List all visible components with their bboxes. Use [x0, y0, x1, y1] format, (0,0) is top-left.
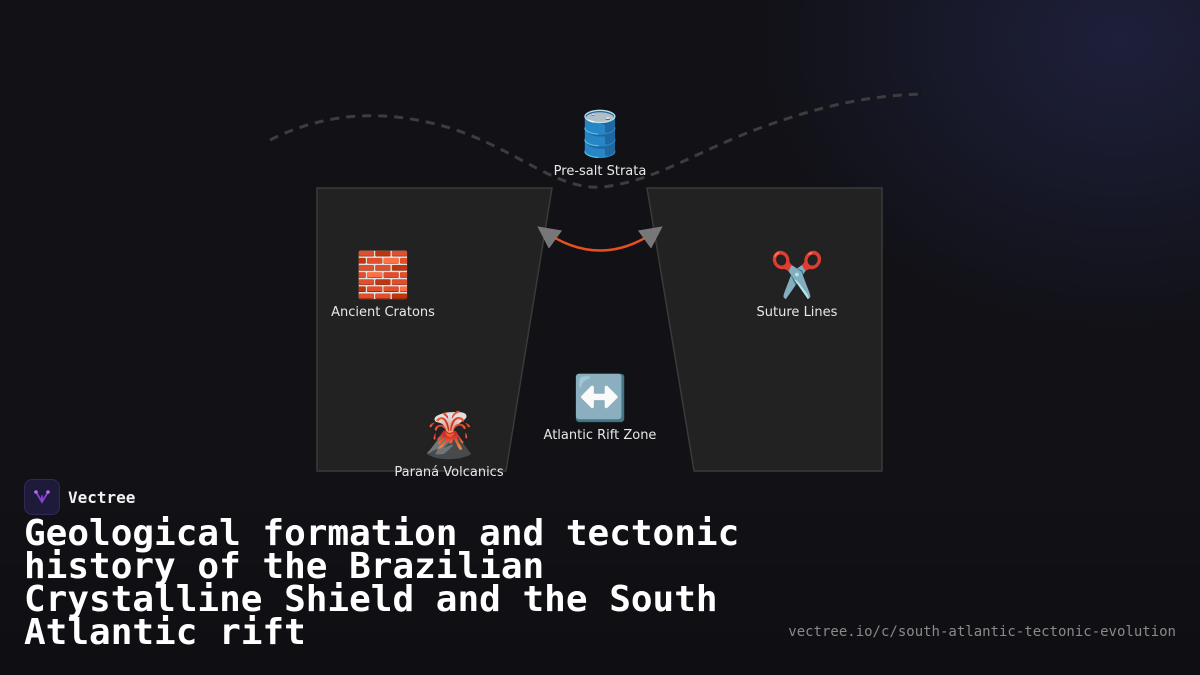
left-right-arrow-icon: ↔️ — [572, 373, 628, 424]
south-american-plate — [316, 187, 553, 472]
scissors-icon: ✂️ — [769, 250, 825, 301]
node-atlantic-rift-zone: ↔️ Atlantic Rift Zone — [525, 372, 675, 443]
page-url[interactable]: vectree.io/c/south-atlantic-tectonic-evo… — [788, 624, 1176, 640]
african-plate — [646, 187, 883, 472]
node-parana-volcanics: 🌋 Paraná Volcanics — [374, 409, 524, 480]
page-title: Geological formation and tectonic histor… — [24, 513, 740, 653]
vectree-logo-icon — [24, 479, 60, 515]
node-label: Atlantic Rift Zone — [543, 428, 657, 443]
volcano-icon: 🌋 — [421, 410, 477, 461]
node-label: Suture Lines — [756, 305, 838, 320]
brand[interactable]: Vectree — [24, 479, 135, 515]
node-presalt-strata: 🛢️ Pre-salt Strata — [525, 108, 675, 179]
node-suture-lines: ✂️ Suture Lines — [722, 249, 872, 320]
node-label: Ancient Cratons — [331, 305, 435, 320]
node-label: Pre-salt Strata — [553, 164, 647, 179]
brand-name: Vectree — [68, 487, 136, 507]
brick-icon: 🧱 — [355, 250, 411, 301]
oil-barrel-icon: 🛢️ — [572, 109, 628, 160]
divergence-arrow — [537, 226, 663, 252]
node-label: Paraná Volcanics — [394, 465, 504, 480]
node-ancient-cratons: 🧱 Ancient Cratons — [308, 249, 458, 320]
dashed-boundary-line — [269, 92, 926, 189]
